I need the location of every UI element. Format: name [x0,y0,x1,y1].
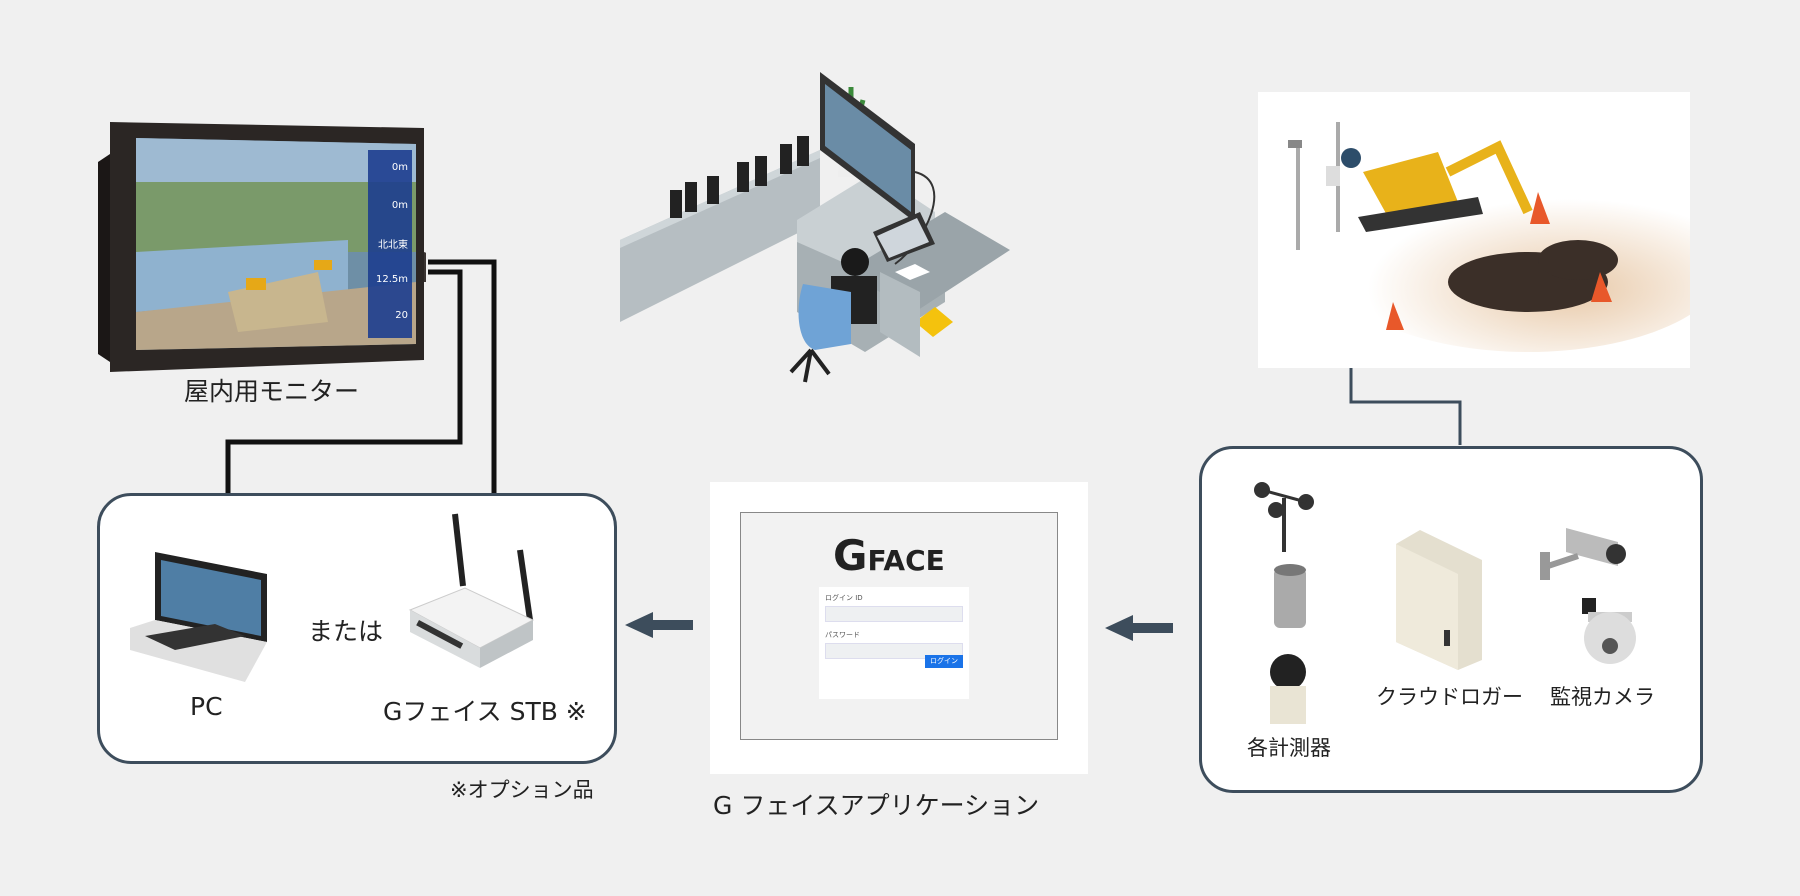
arrow-left-icon [1105,615,1173,641]
cloud-logger-icon [1396,530,1482,670]
password-label: パスワード [825,631,860,639]
construction-site-panel [1258,92,1690,368]
or-label: または [308,617,384,646]
login-id-label: ログイン ID [825,594,863,602]
app-screen: GFACE ログイン ID パスワード ログイン [740,512,1058,740]
pc-label: PC [190,692,223,721]
gface-logo-g: G [833,531,868,580]
logger-label: クラウドロガー [1376,685,1523,709]
construction-site-illustration [1288,122,1690,352]
sensors-label: 各計測器 [1247,736,1331,760]
option-note: ※オプション品 [450,778,594,802]
monitor-icon [98,122,426,372]
anemometer-icon [1254,482,1314,552]
gface-logo: GFACE [833,531,945,580]
arrow-left-icon [625,612,693,638]
indoor-monitor: 0m 0m 北北東 12.5m 20 [98,122,426,372]
monitor-readout: 12.5m [375,274,408,285]
monitor-readout: 20 [395,310,408,321]
camera-label: 監視カメラ [1550,685,1655,709]
monitor-label: 屋内用モニター [184,377,360,406]
sensor-cylinder-icon [1274,564,1306,628]
monitor-readout: 0m [391,200,408,211]
sensor-dome-icon [1270,654,1306,724]
gface-logo-text: FACE [867,544,945,577]
office-worker-illustration [620,72,1010,383]
monitor-readout: 北北東 [378,240,408,251]
login-form: ログイン ID パスワード ログイン [819,587,969,699]
dome-camera-icon [1582,598,1636,664]
monitor-readouts: 0m 0m 北北東 12.5m 20 [368,150,412,338]
router-icon[interactable] [405,510,535,670]
laptop-icon[interactable] [125,532,275,682]
login-id-input[interactable] [825,606,963,622]
login-button[interactable]: ログイン [925,655,963,668]
security-camera-icon [1540,528,1626,580]
app-label: G フェイスアプリケーション [713,791,1040,820]
app-panel: GFACE ログイン ID パスワード ログイン [710,482,1088,774]
monitor-readout: 0m [391,162,408,173]
stb-label: Gフェイス STB ※ [383,697,587,726]
